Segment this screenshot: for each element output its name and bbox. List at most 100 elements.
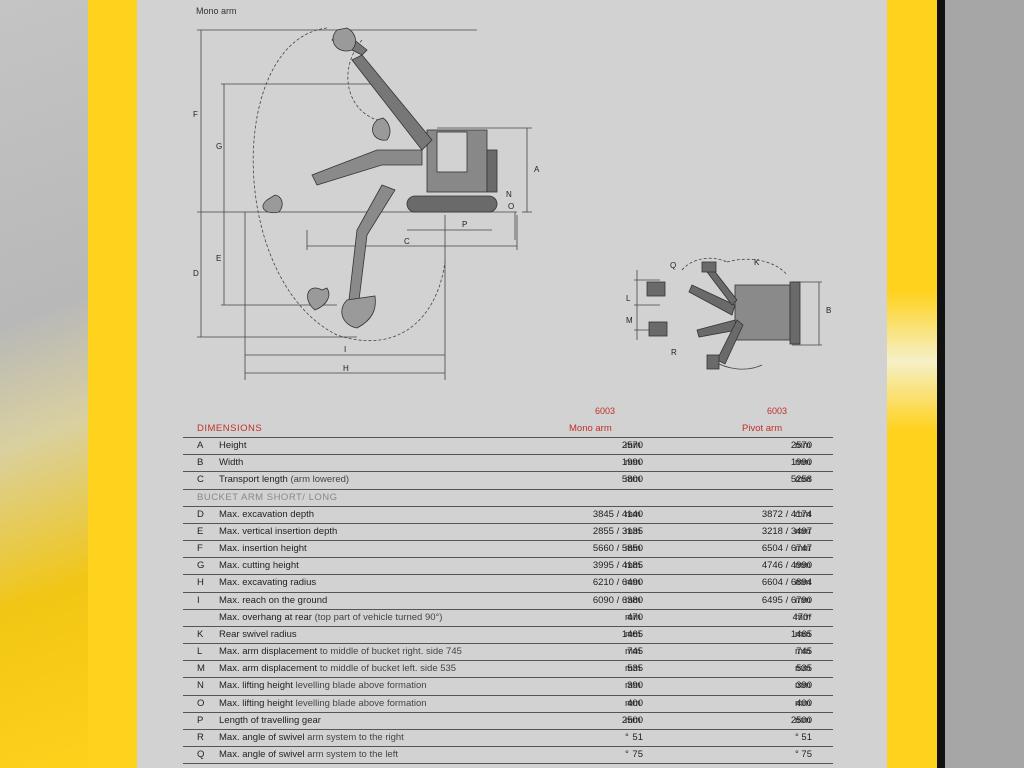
row-value-col2: 6495 / 6790 — [761, 594, 812, 606]
row-label-sub: to middle of bucket left. side 535 — [317, 663, 457, 675]
row-label-sub: (top part of vehicle turned 90°) — [311, 611, 443, 623]
row-value-col1: 51 — [632, 732, 643, 743]
row-value-col1: 1465 — [621, 628, 643, 640]
row-unit-col2: mm — [795, 457, 811, 469]
row-value-col2: 745 — [796, 646, 812, 658]
row-label: Max. lifting height levelling blade abov… — [219, 698, 427, 709]
row-label: Max. insertion height — [219, 543, 307, 554]
label-H: H — [343, 364, 349, 373]
col2-header: Pivot arm — [742, 423, 783, 434]
row-label: Max. arm displacement to middle of bucke… — [219, 663, 456, 674]
row-value-col2: 2500 — [790, 714, 812, 726]
left-yellow-band — [88, 0, 137, 768]
row-label-sub: levelling blade above formation — [292, 680, 427, 692]
right-yellow-border — [887, 0, 1024, 768]
row-value-col2: 1990 — [790, 457, 812, 469]
header-row: DIMENSIONS Mono arm Pivot arm — [183, 421, 833, 437]
row-value-col2: 51 — [801, 732, 812, 743]
row-unit-col1: mm — [625, 628, 641, 640]
row-value-col1: 75 — [632, 749, 643, 761]
row-label-main: Length of travelling gear — [219, 714, 321, 726]
row-value-col1: 6090 / 6380 — [592, 594, 643, 606]
row-value-col1: 6210 / 6490 — [592, 577, 643, 589]
row-unit-col2: ° — [795, 732, 799, 743]
row-unit-col1: mm — [625, 560, 641, 572]
row-code: F — [197, 542, 203, 554]
row-unit-col2: mm — [795, 697, 811, 709]
row-value-col2: 75 — [801, 749, 812, 761]
row-value-col2: 470* — [792, 611, 812, 623]
row-value-col2: 3218 / 3497 — [761, 525, 812, 537]
row-label-sub: arm system to the left — [304, 749, 398, 761]
row-unit-col1: mm — [625, 663, 641, 675]
row-label-main: Max. angle of swivel — [219, 749, 305, 761]
row-unit-col2: mm — [795, 714, 811, 726]
diagram-caption: Mono arm — [196, 6, 237, 16]
label-K: K — [754, 258, 760, 267]
row-label: Max. angle of swivel arm system to the l… — [219, 749, 398, 760]
row-label: Max. cutting height — [219, 560, 299, 571]
row-unit-col2: ° — [795, 749, 799, 761]
row-label: Height — [219, 440, 246, 451]
row-label-main: Max. arm displacement — [219, 663, 318, 675]
row-label-main: Max. insertion height — [219, 542, 307, 554]
label-A: A — [534, 165, 540, 174]
row-unit-col2: mm — [795, 646, 811, 658]
row-unit-col2: mm — [795, 560, 811, 572]
label-M: M — [626, 316, 633, 325]
row-label-main: Max. overhang at rear — [219, 611, 312, 623]
row-label: Width — [219, 457, 243, 468]
row-unit-col1: mm — [625, 680, 641, 692]
dimensions-table: 6003 6003 DIMENSIONS Mono arm Pivot arm … — [183, 404, 833, 765]
row-value-col1: 535 — [627, 663, 643, 675]
row-unit-col2: mm — [795, 663, 811, 675]
row-label: Max. lifting height levelling blade abov… — [219, 680, 427, 691]
row-code: Q — [197, 749, 205, 761]
row-code: B — [197, 457, 204, 469]
row-label: Max. angle of swivel arm system to the r… — [219, 732, 404, 743]
row-unit-col1: ° — [625, 732, 629, 743]
row-value-col2: 3872 / 4174 — [761, 508, 812, 520]
label-B: B — [826, 306, 831, 315]
row-label-main: Max. reach on the ground — [219, 594, 328, 606]
section2-row: BUCKET ARM SHORT/ LONG — [183, 490, 833, 506]
right-black-stripe — [937, 0, 945, 768]
section2-title: BUCKET ARM SHORT/ LONG — [197, 491, 338, 503]
row-label-main: Max. arm displacement — [219, 646, 318, 658]
label-E: E — [216, 254, 221, 263]
row-unit-col1: mm — [625, 508, 641, 520]
row-code: O — [197, 697, 205, 709]
row-unit-col2: mm — [795, 542, 811, 554]
row-unit-col2: mm — [795, 611, 811, 623]
row-unit-col2: mm — [795, 508, 811, 520]
row-value-col2: 6504 / 6747 — [761, 542, 812, 554]
row-value-col2: 2570 — [790, 440, 812, 451]
table-row: M Max. arm displacement to middle of buck… — [183, 661, 833, 679]
row-label: Rear swivel radius — [219, 629, 297, 640]
row-unit-col2: mm — [795, 628, 811, 640]
row-value-col2: 400 — [796, 697, 812, 709]
label-Q: Q — [670, 261, 676, 270]
table-row: Max. overhang at rear (top part of vehic… — [183, 610, 833, 627]
row-value-col1: 390 — [627, 680, 643, 692]
row-label-sub: to middle of bucket right. side 745 — [317, 646, 462, 658]
row-unit-col1: mm — [625, 697, 641, 709]
row-value-col2: 535 — [796, 663, 812, 675]
row-label: Max. excavating radius — [219, 577, 316, 588]
label-R: R — [671, 348, 677, 357]
label-N: N — [506, 190, 512, 199]
row-value-col1: 3995 / 4185 — [592, 560, 643, 572]
label-F: F — [193, 110, 198, 119]
row-code: M — [197, 663, 205, 675]
section-title: DIMENSIONS — [197, 423, 263, 434]
label-L: L — [626, 294, 631, 303]
